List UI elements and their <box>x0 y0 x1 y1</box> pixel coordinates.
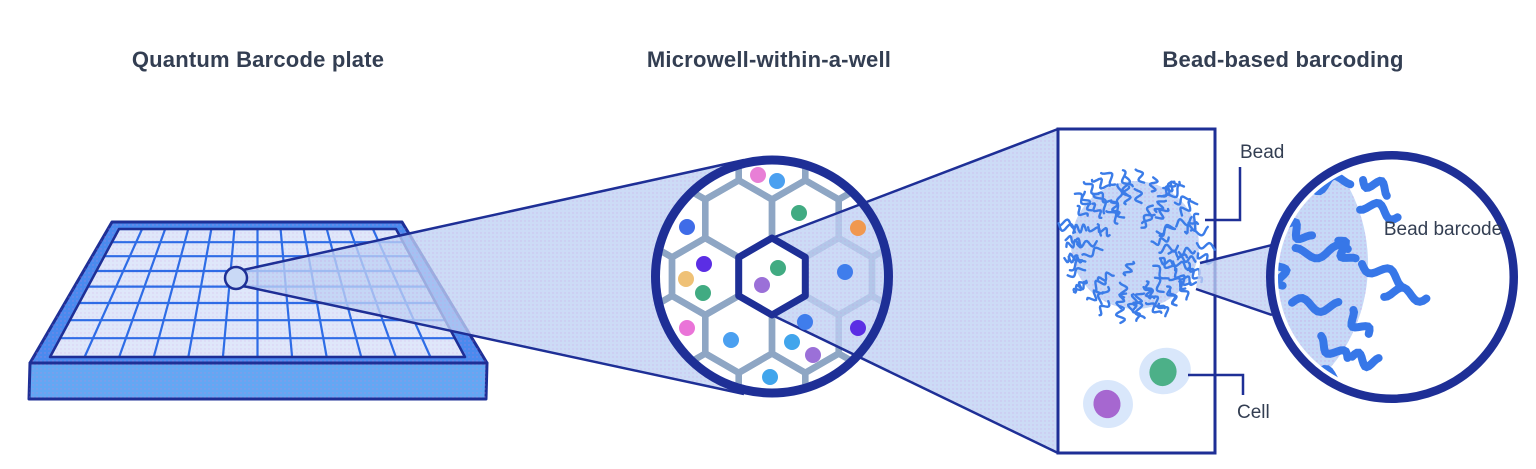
label-bead: Bead <box>1240 142 1285 163</box>
label-connectors <box>1188 167 1245 395</box>
label-cell: Cell <box>1237 402 1270 423</box>
microwell-cell-dots <box>678 167 866 385</box>
title-microwell-within-a-well: Microwell-within-a-well <box>646 47 892 72</box>
label-bead-barcode: Bead barcode <box>1383 219 1503 240</box>
title-quantum-barcode-plate: Quantum Barcode plate <box>131 47 385 72</box>
bead-illustration <box>1057 168 1217 325</box>
zoom-cone-bead-to-barcode <box>1195 243 1273 317</box>
zoom-cone-plate-to-microwell <box>223 158 745 396</box>
cell-illustrations <box>1083 347 1191 429</box>
microwell-circle <box>651 127 1059 455</box>
title-bead-based-barcoding: Bead-based barcoding <box>1162 47 1404 72</box>
